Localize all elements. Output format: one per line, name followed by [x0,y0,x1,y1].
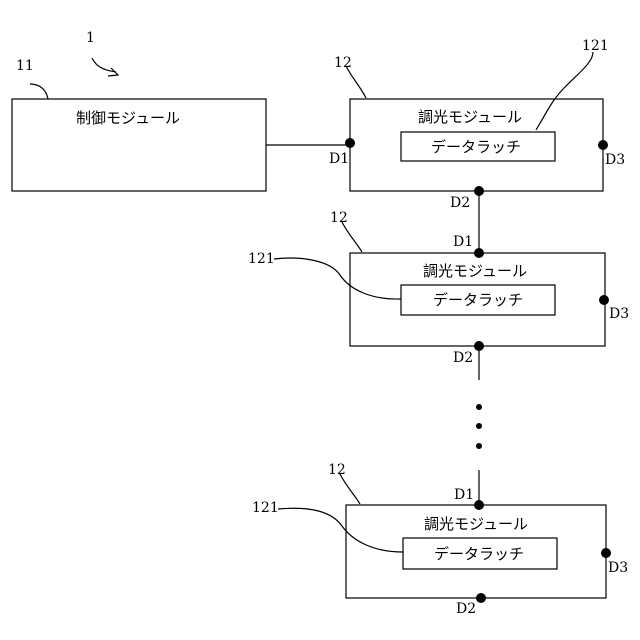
port-d2-label-2: D2 [453,350,473,366]
leader-ref-121-mid [274,258,401,299]
terminal-d1-1 [345,138,355,148]
port-d2-label-3: D2 [456,601,476,617]
leader-ref-121-top [536,52,593,130]
ellipsis-dot-1 [476,404,482,410]
ref-label-12-mid: 12 [330,210,348,226]
port-d1-label-3: D1 [454,487,474,503]
terminal-d1-2 [474,248,484,258]
data-latch-label-3: データラッチ [434,545,524,563]
port-d3-label-1: D3 [605,152,625,168]
dimming-module-label-1: 調光モジュール [418,108,522,126]
data-latch-label-1: データラッチ [431,138,521,156]
ref-label-12-bot: 12 [328,462,346,478]
terminal-d2-1 [474,186,484,196]
port-d1-label-1: D1 [329,151,349,167]
port-d2-label-1: D2 [450,195,470,211]
dimming-module-label-3: 調光モジュール [424,515,528,533]
leader-ref-12-mid [342,222,362,252]
terminal-d3-1 [598,140,608,150]
ref-label-121-top: 121 [582,38,609,54]
port-d3-label-2: D3 [609,306,629,322]
leader-ref-121-bot [278,508,403,552]
terminal-d3-2 [599,295,609,305]
ref-label-1: 1 [86,30,95,46]
ellipsis-dot-3 [476,443,482,449]
ref-label-121-mid: 121 [248,251,275,267]
terminal-d2-3 [476,593,486,603]
leader-ref-11 [30,84,48,99]
ref-label-121-bot: 121 [252,500,279,516]
ref-label-11: 11 [16,58,34,74]
dimming-module-label-2: 調光モジュール [423,262,527,280]
control-module-label: 制御モジュール [76,109,180,127]
port-d3-label-3: D3 [608,560,628,576]
leader-ref-12-bot [340,474,360,504]
ref-label-12-top: 12 [334,55,352,71]
ellipsis-dot-2 [476,423,482,429]
terminal-d2-2 [474,341,484,351]
terminal-d1-3 [474,500,484,510]
port-d1-label-2: D1 [453,234,473,250]
terminal-d3-3 [601,548,611,558]
data-latch-label-2: データラッチ [433,291,523,309]
